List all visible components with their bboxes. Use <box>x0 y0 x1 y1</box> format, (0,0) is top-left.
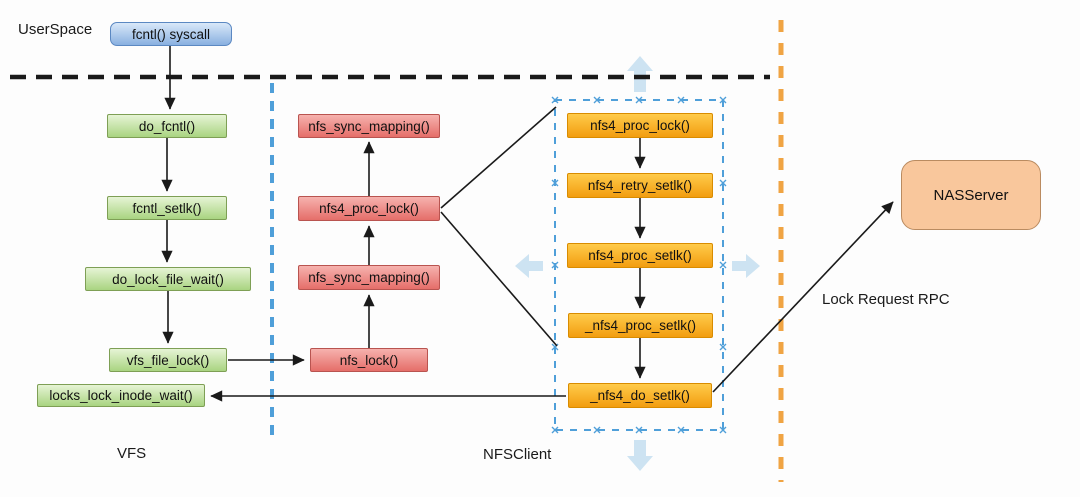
node-vfs-file-lock: vfs_file_lock() <box>109 348 227 372</box>
node-nfs4-proc-lock-detail: nfs4_proc_lock() <box>567 113 713 138</box>
node-nas-server: NASServer <box>901 160 1041 230</box>
lock-request-rpc-label: Lock Request RPC <box>822 291 950 308</box>
ghost-arrow-left-icon <box>515 254 543 278</box>
node-nfs4-proc-lock-entry: nfs4_proc_lock() <box>298 196 440 221</box>
node-nfs4-proc-setlk: nfs4_proc_setlk() <box>567 243 713 268</box>
call-flow-connectors <box>161 46 894 402</box>
node-locks-lock-inode-wait: locks_lock_inode_wait() <box>37 384 205 407</box>
node-nfs4-retry-setlk: nfs4_retry_setlk() <box>567 173 713 198</box>
expand-line-top <box>440 106 557 209</box>
ghost-arrow-up-icon <box>627 56 653 92</box>
ghost-arrow-down-icon <box>627 440 653 471</box>
nfsclient-label: NFSClient <box>483 446 552 463</box>
node-fcntl-setlk: fcntl_setlk() <box>107 196 227 220</box>
userspace-label: UserSpace <box>18 21 93 38</box>
node-nfs4-do-setlk-internal: _nfs4_do_setlk() <box>568 383 712 408</box>
node-do-fcntl: do_fcntl() <box>107 114 227 138</box>
node-fcntl-syscall: fcntl() syscall <box>110 22 232 46</box>
node-nfs-sync-mapping-1: nfs_sync_mapping() <box>298 114 440 138</box>
node-nfs-sync-mapping-2: nfs_sync_mapping() <box>298 265 440 290</box>
vfs-label: VFS <box>117 445 147 462</box>
expand-line-bottom <box>440 211 558 347</box>
node-nfs4-proc-setlk-internal: _nfs4_proc_setlk() <box>568 313 713 338</box>
ghost-arrow-right-icon <box>732 254 760 278</box>
node-do-lock-file-wait: do_lock_file_wait() <box>85 267 251 291</box>
node-nfs-lock: nfs_lock() <box>310 348 428 372</box>
